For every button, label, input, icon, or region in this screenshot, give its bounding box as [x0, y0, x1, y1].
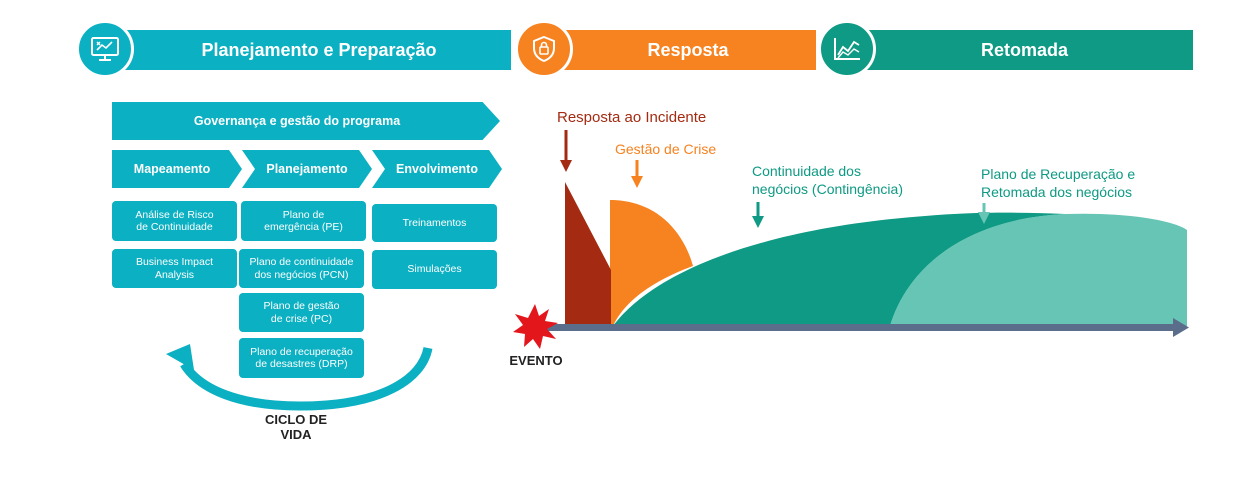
crisis-area — [610, 200, 693, 326]
box-bia: Business Impact Analysis — [112, 249, 237, 288]
phase-label-recovery: Retomada — [980, 39, 1069, 60]
phase-icon-response — [515, 20, 573, 78]
recovery-marker-arrow — [978, 203, 990, 224]
phase-bar-response: Resposta — [542, 30, 816, 70]
incident-area — [565, 182, 611, 326]
line-chart-icon — [834, 38, 860, 60]
stage-planejamento: Planejamento — [242, 150, 372, 188]
stage-label-envolvimento: Envolvimento — [396, 162, 478, 176]
label-business-continuity: Continuidade dos negócios (Contingência) — [752, 163, 903, 197]
box-treinamentos: Treinamentos — [372, 204, 497, 242]
lifecycle-arrow — [166, 344, 433, 411]
continuity-area — [613, 212, 1065, 326]
phase-icon-planning — [76, 20, 134, 78]
governance-banner: Governança e gestão do programa — [112, 102, 500, 140]
crisis-marker-arrow — [631, 160, 643, 188]
event-burst-icon — [513, 304, 558, 349]
label-crisis-management: Gestão de Crise — [615, 141, 717, 157]
continuity-marker-arrow — [752, 202, 764, 228]
phase-label-response: Resposta — [647, 39, 729, 60]
stage-envolvimento: Envolvimento — [372, 150, 502, 188]
label-incident-response: Resposta ao Incidente — [557, 109, 707, 126]
cycle-label: CICLO DE VIDA — [264, 412, 328, 442]
recovery-area — [890, 213, 1187, 326]
phase-icon-recovery — [818, 20, 876, 78]
phase-bar-recovery: Retomada — [846, 30, 1193, 70]
box-risk-analysis: Análise de Risco de Continuidade — [112, 201, 237, 241]
stage-label-planejamento: Planejamento — [266, 162, 348, 176]
phase-label-planning: Planejamento e Preparação — [201, 39, 437, 60]
event-label: EVENTO — [509, 353, 563, 368]
governance-label: Governança e gestão do programa — [193, 114, 401, 128]
stage-mapeamento: Mapeamento — [112, 150, 242, 188]
shield-lock-icon — [533, 35, 555, 63]
monitor-strategy-icon — [91, 37, 119, 61]
box-pcn: Plano de continuidade dos negócios (PCN) — [239, 249, 364, 288]
box-simulacoes: Simulações — [372, 250, 497, 289]
incident-marker-arrow — [560, 130, 572, 172]
phase-bar-planning: Planejamento e Preparação — [105, 30, 511, 70]
timeline-axis-head — [1173, 318, 1189, 337]
label-recovery-plan: Plano de Recuperação e Retomada dos negó… — [981, 166, 1136, 200]
box-drp: Plano de recuperação de desastres (DRP) — [239, 338, 364, 378]
stage-label-mapeamento: Mapeamento — [133, 162, 211, 176]
box-pe: Plano de emergência (PE) — [241, 201, 366, 241]
timeline-axis — [547, 324, 1175, 331]
timeline-graphic — [513, 130, 1189, 349]
box-pc: Plano de gestão de crise (PC) — [239, 293, 364, 332]
